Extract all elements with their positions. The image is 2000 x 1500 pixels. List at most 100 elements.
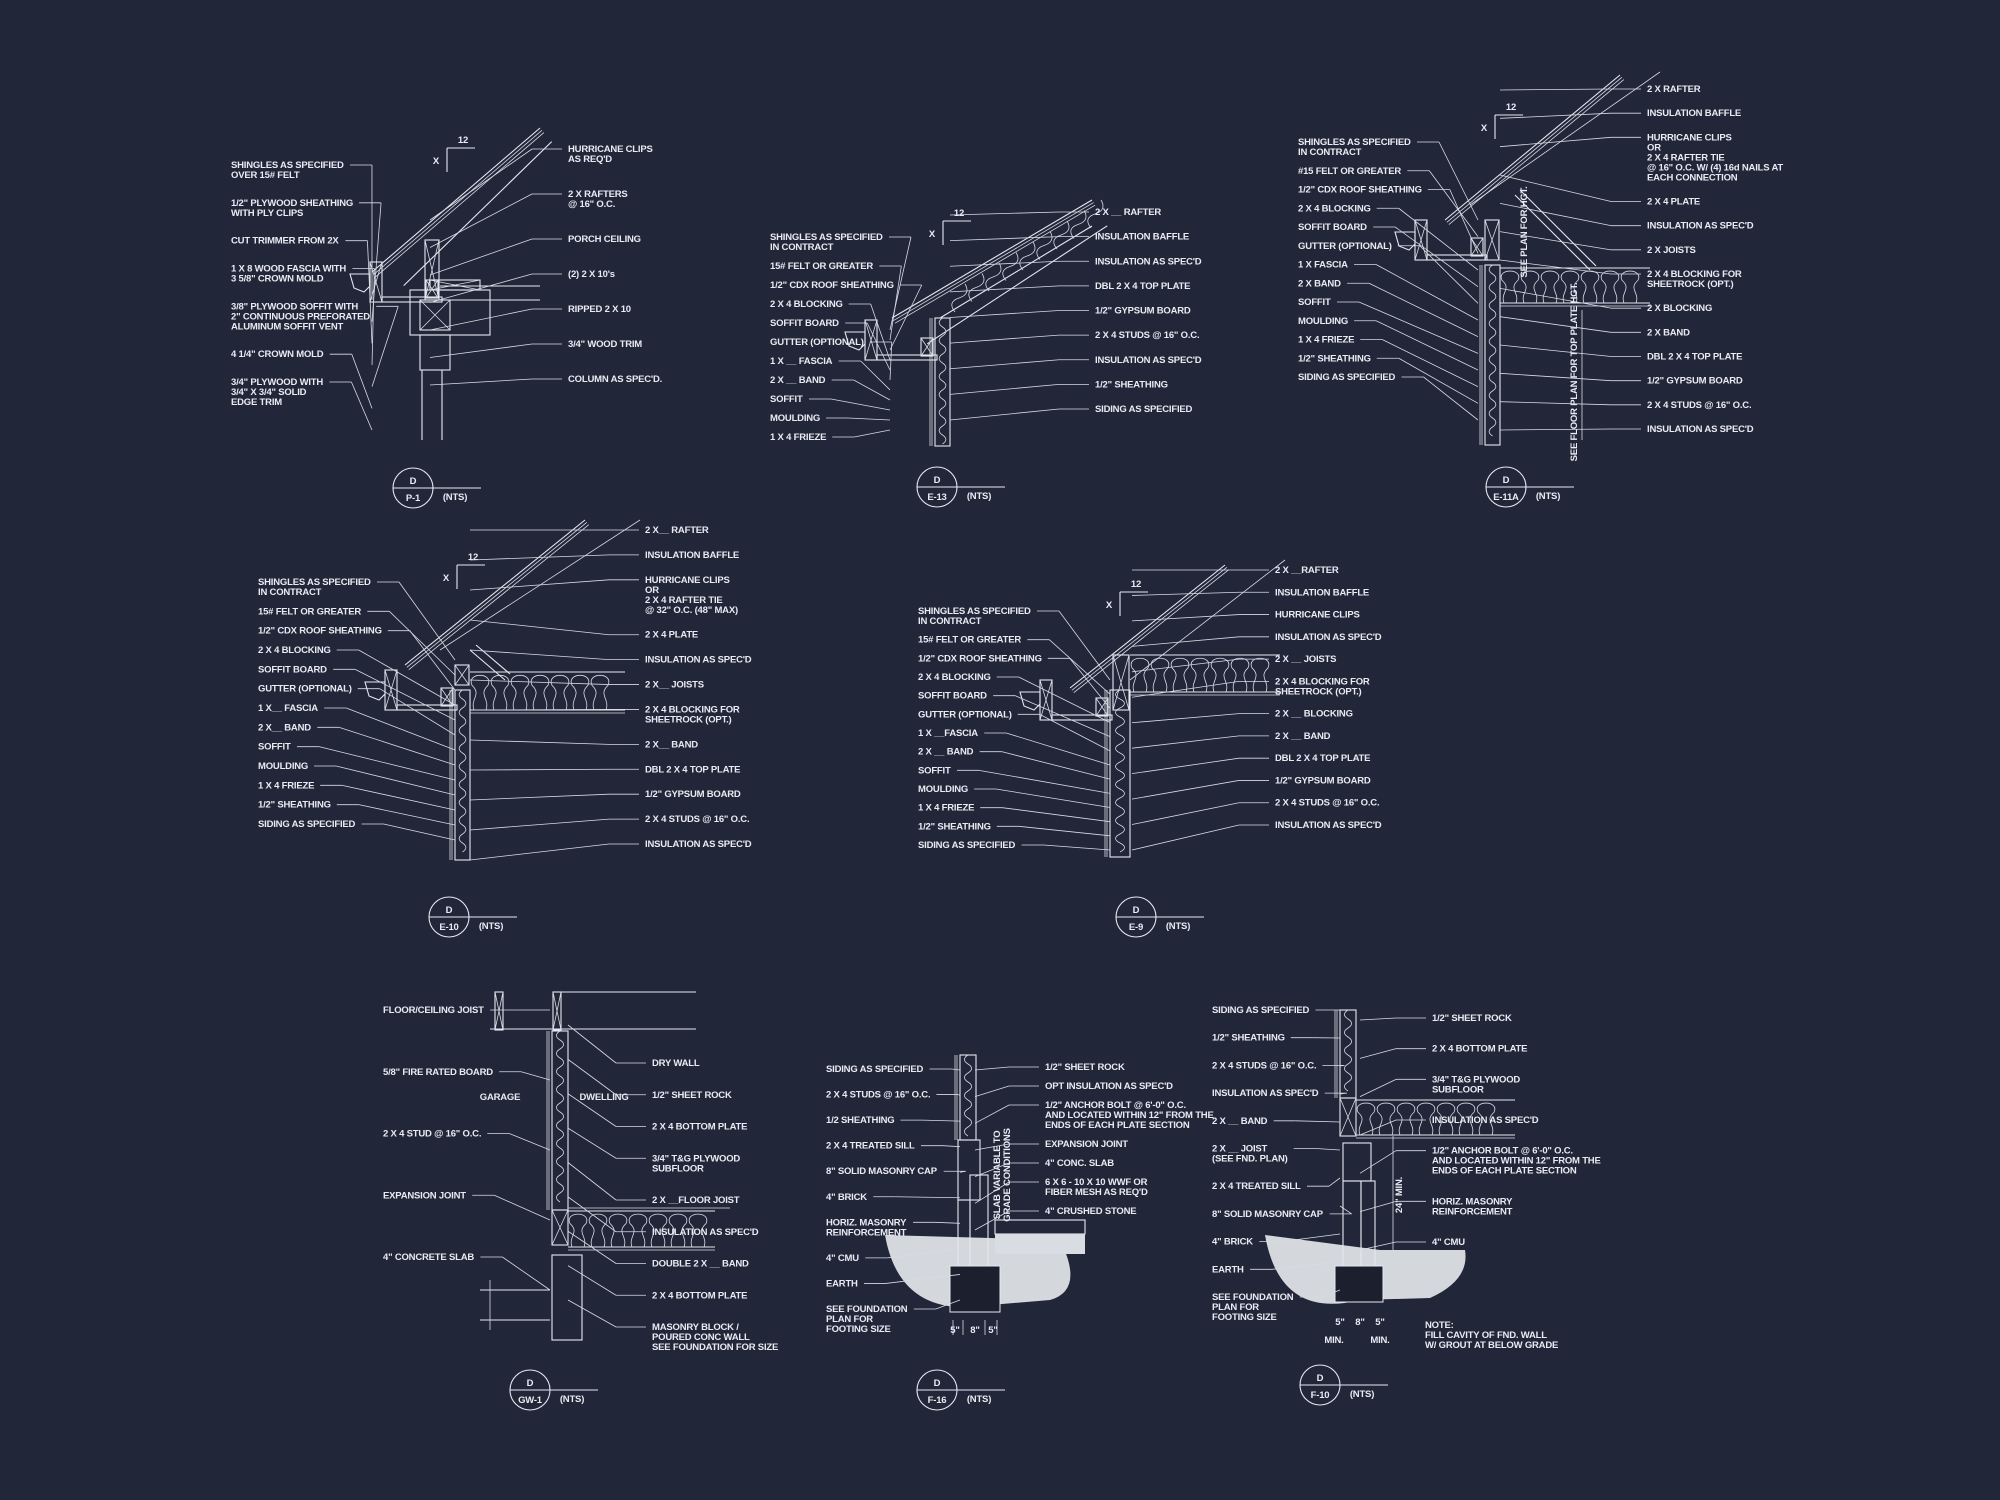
right-callout: 4" CONC. SLAB bbox=[1045, 1158, 1114, 1169]
right-callout: 2 X 4 BOTTOM PLATE bbox=[652, 1290, 747, 1301]
right-callout: 1/2" SHEET ROCK bbox=[1432, 1013, 1512, 1024]
left-callout: MOULDING bbox=[918, 784, 968, 795]
left-callout: 8" SOLID MASONRY CAP bbox=[1212, 1209, 1324, 1220]
right-callout: COLUMN AS SPEC'D. bbox=[568, 374, 662, 385]
left-callout: 1/2" SHEATHING bbox=[918, 821, 991, 832]
left-callout: 1/2" CDX ROOF SHEATHING bbox=[918, 653, 1042, 664]
detail-sheet-number: E-11A bbox=[1493, 492, 1519, 503]
left-callout: 2 X 4 BLOCKING bbox=[918, 672, 991, 683]
dimension-label: 5" bbox=[1335, 1317, 1344, 1328]
left-callout: 15# FELT OR GREATER bbox=[258, 606, 361, 617]
left-callout: MOULDING bbox=[1298, 316, 1348, 327]
right-callout: 4" CRUSHED STONE bbox=[1045, 1206, 1136, 1217]
left-callout: 4" BRICK bbox=[826, 1192, 867, 1203]
left-callout: FLOOR/CEILING JOIST bbox=[383, 1005, 484, 1016]
detail-scale-label: (NTS) bbox=[1350, 1389, 1374, 1400]
detail-sheet-number: E-10 bbox=[439, 922, 458, 933]
right-callout: 1/2" SHEET ROCK bbox=[1045, 1062, 1125, 1073]
left-callout: 2 X __ BAND bbox=[918, 747, 974, 758]
right-callout: 2 X __ BAND bbox=[1275, 731, 1331, 742]
right-callout: OPT INSULATION AS SPEC'D bbox=[1045, 1081, 1173, 1092]
right-callout: 2 X__ RAFTER bbox=[645, 525, 709, 536]
left-callout: GUTTER (OPTIONAL) bbox=[258, 684, 352, 695]
detail-tag-letter: D bbox=[410, 476, 417, 487]
right-callout: DRY WALL bbox=[652, 1058, 700, 1069]
right-callout: INSULATION AS SPEC'D bbox=[1275, 632, 1382, 643]
pitch-run-label: 12 bbox=[954, 208, 964, 219]
right-callout: 2 X 4 PLATE bbox=[1647, 197, 1700, 208]
left-callout: 2 X__ BAND bbox=[258, 722, 311, 733]
right-callout: 2 X __FLOOR JOIST bbox=[652, 1195, 740, 1206]
right-callout: 1/2" SHEATHING bbox=[1095, 379, 1168, 390]
pitch-run-label: 12 bbox=[458, 135, 468, 146]
detail-tag-letter: D bbox=[446, 905, 453, 916]
detail-sheet-number: GW-1 bbox=[518, 1395, 543, 1406]
right-callout: 4" CMU bbox=[1432, 1237, 1465, 1248]
right-callout: 2 X 4 STUDS @ 16" O.C. bbox=[645, 814, 749, 825]
detail-scale-label: (NTS) bbox=[1536, 491, 1560, 502]
right-callout: 1/2" GYPSUM BOARD bbox=[1647, 376, 1743, 387]
left-callout: 15# FELT OR GREATER bbox=[770, 261, 873, 272]
left-callout: 1 X __ FASCIA bbox=[770, 356, 833, 367]
left-callout: EARTH bbox=[826, 1278, 858, 1289]
left-callout: 1/2" SHEATHING bbox=[258, 800, 331, 811]
right-callout: 2 X BLOCKING bbox=[1647, 303, 1712, 314]
left-callout: 2 X __ BAND bbox=[1212, 1116, 1268, 1127]
pitch-run-label: 12 bbox=[468, 552, 478, 563]
detail-scale-label: (NTS) bbox=[443, 492, 467, 503]
left-callout: 2 X 4 STUDS @ 16" O.C. bbox=[1212, 1060, 1316, 1071]
right-callout: 1/2" ANCHOR BOLT @ 6'-0" O.C.AND LOCATED… bbox=[1045, 1100, 1214, 1131]
left-callout: SOFFIT bbox=[258, 742, 291, 753]
left-callout: 1 X __FASCIA bbox=[918, 728, 978, 739]
right-callout: INSULATION BAFFLE bbox=[1095, 232, 1189, 243]
left-callout: 1/2" CDX ROOF SHEATHING bbox=[770, 280, 894, 291]
vertical-note: SEE FLOOR PLAN FOR TOP PLATE HGT. bbox=[1569, 283, 1580, 462]
right-callout: INSULATION AS SPEC'D bbox=[1647, 424, 1754, 435]
right-callout: 2 X RAFTERS@ 16" O.C. bbox=[568, 189, 628, 210]
left-callout: SOFFIT BOARD bbox=[1298, 222, 1367, 233]
detail-f-16: 5"8"5"SLAB VARIABLE TOGRADE CONDITIONSDF… bbox=[826, 1054, 1214, 1411]
left-callout: 4 1/4" CROWN MOLD bbox=[231, 349, 324, 360]
left-callout: 2 X 4 BLOCKING bbox=[770, 299, 843, 310]
right-callout: 2 X __ JOISTS bbox=[1275, 654, 1336, 665]
detail-scale-label: (NTS) bbox=[967, 491, 991, 502]
detail-sheet-number: E-9 bbox=[1129, 922, 1143, 933]
right-callout: (2) 2 X 10's bbox=[568, 269, 615, 280]
right-callout: DBL 2 X 4 TOP PLATE bbox=[645, 764, 740, 775]
right-callout: INSULATION AS SPEC'D bbox=[1095, 355, 1202, 366]
left-callout: 1/2" CDX ROOF SHEATHING bbox=[1298, 185, 1422, 196]
right-callout: RIPPED 2 X 10 bbox=[568, 304, 631, 315]
left-callout: SOFFIT bbox=[918, 765, 951, 776]
right-callout: 2 X 4 STUDS @ 16" O.C. bbox=[1647, 400, 1751, 411]
right-callout: PORCH CEILING bbox=[568, 234, 641, 245]
right-callout: 2 X 4 STUDS @ 16" O.C. bbox=[1095, 330, 1199, 341]
right-callout: 1/2" GYPSUM BOARD bbox=[645, 789, 741, 800]
left-callout: #15 FELT OR GREATER bbox=[1298, 166, 1401, 177]
detail-scale-label: (NTS) bbox=[1166, 921, 1190, 932]
right-callout: INSULATION BAFFLE bbox=[1275, 587, 1369, 598]
left-callout: SOFFIT BOARD bbox=[770, 318, 839, 329]
left-callout: 1 X 4 FRIEZE bbox=[770, 432, 826, 443]
right-callout: 2 X 4 BOTTOM PLATE bbox=[652, 1122, 747, 1133]
right-callout: DBL 2 X 4 TOP PLATE bbox=[1275, 753, 1370, 764]
right-callout: INSULATION AS SPEC'D bbox=[652, 1227, 759, 1238]
left-callout: 4" CONCRETE SLAB bbox=[383, 1252, 474, 1263]
dwelling-room-label: DWELLING bbox=[579, 1092, 628, 1103]
detail-tag-letter: D bbox=[1317, 1373, 1324, 1384]
right-callout: 2 X BAND bbox=[1647, 327, 1690, 338]
right-callout: 2 X__ JOISTS bbox=[645, 680, 704, 691]
detail-tag-letter: D bbox=[527, 1378, 534, 1389]
right-callout: SIDING AS SPECIFIED bbox=[1095, 404, 1193, 415]
right-callout: 2 X RAFTER bbox=[1647, 84, 1701, 95]
left-callout: GUTTER (OPTIONAL) bbox=[1298, 241, 1392, 252]
right-callout: 2 X 4 STUDS @ 16" O.C. bbox=[1275, 798, 1379, 809]
right-callout: 2 X 4 PLATE bbox=[645, 630, 698, 641]
dimension-label: MIN. bbox=[1324, 1335, 1343, 1346]
